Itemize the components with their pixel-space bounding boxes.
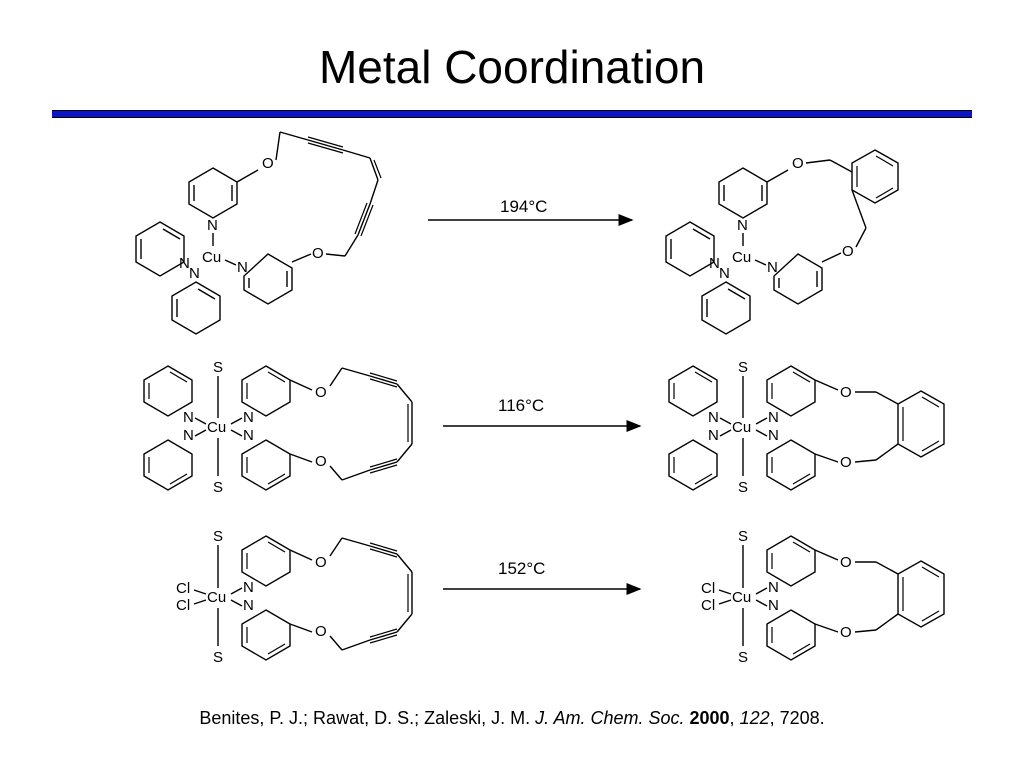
atom-sulfur: S bbox=[738, 479, 748, 496]
reaction-condition-2: 116°C bbox=[498, 396, 544, 415]
product-structure-1 bbox=[665, 149, 899, 335]
atom-chlorine: Cl bbox=[701, 580, 715, 597]
atom-sulfur: S bbox=[738, 359, 748, 376]
atom-oxygen: O bbox=[840, 384, 852, 401]
title-underline bbox=[52, 110, 972, 118]
atom-sulfur: S bbox=[738, 528, 748, 545]
atom-chlorine: Cl bbox=[176, 580, 190, 597]
atom-sulfur: S bbox=[738, 649, 748, 666]
atom-oxygen: O bbox=[840, 624, 852, 641]
atom-sulfur: S bbox=[213, 479, 223, 496]
atom-sulfur: S bbox=[213, 359, 223, 376]
atom-oxygen: O bbox=[315, 623, 327, 640]
atom-nitrogen: N bbox=[243, 409, 254, 426]
atom-oxygen: O bbox=[315, 453, 327, 470]
atom-sulfur: S bbox=[213, 649, 223, 666]
citation-authors: Benites, P. J.; Rawat, D. S.; Zaleski, J… bbox=[199, 708, 536, 728]
product-structure-3: S Cu S Cl Cl N N O O bbox=[701, 528, 945, 666]
atom-nitrogen: N bbox=[768, 597, 779, 614]
reaction-condition-3: 152°C bbox=[498, 559, 545, 578]
atom-chlorine: Cl bbox=[701, 597, 715, 614]
reactant-structure-2: S Cu S N N N N O bbox=[143, 359, 413, 496]
atom-nitrogen: N bbox=[708, 409, 719, 426]
atom-sulfur: S bbox=[213, 528, 223, 545]
citation-journal: J. Am. Chem. Soc. bbox=[535, 708, 685, 728]
product-structure-2: S Cu S N N N N O O bbox=[668, 359, 945, 496]
atom-copper: Cu bbox=[207, 419, 226, 436]
atom-nitrogen: N bbox=[243, 427, 254, 444]
citation-separator: , bbox=[729, 708, 740, 728]
atom-nitrogen: N bbox=[183, 427, 194, 444]
citation: Benites, P. J.; Rawat, D. S.; Zaleski, J… bbox=[0, 708, 1024, 729]
citation-pages: , 7208. bbox=[769, 708, 825, 728]
citation-volume: 122 bbox=[739, 708, 770, 728]
atom-nitrogen: N bbox=[768, 579, 779, 596]
atom-nitrogen: N bbox=[183, 409, 194, 426]
citation-year: 2000 bbox=[689, 708, 730, 728]
atom-nitrogen: N bbox=[243, 579, 254, 596]
reactant-structure-3: S Cu S Cl Cl N N O O bbox=[176, 528, 413, 666]
atom-nitrogen: N bbox=[708, 427, 719, 444]
reaction-condition-1: 194°C bbox=[500, 197, 547, 216]
atom-copper: Cu bbox=[732, 419, 751, 436]
atom-oxygen: O bbox=[315, 384, 327, 401]
atom-nitrogen: N bbox=[243, 597, 254, 614]
atom-nitrogen: N bbox=[768, 409, 779, 426]
reactant-structure-1 bbox=[135, 131, 382, 335]
atom-copper: Cu bbox=[207, 589, 226, 606]
atom-oxygen: O bbox=[315, 554, 327, 571]
atom-chlorine: Cl bbox=[176, 597, 190, 614]
slide-title: Metal Coordination bbox=[318, 41, 706, 93]
reaction-scheme: O O N Cu N N bbox=[135, 131, 945, 666]
atom-nitrogen: N bbox=[768, 427, 779, 444]
atom-oxygen: O bbox=[840, 454, 852, 471]
atom-oxygen: O bbox=[840, 554, 852, 571]
atom-copper: Cu bbox=[732, 589, 751, 606]
